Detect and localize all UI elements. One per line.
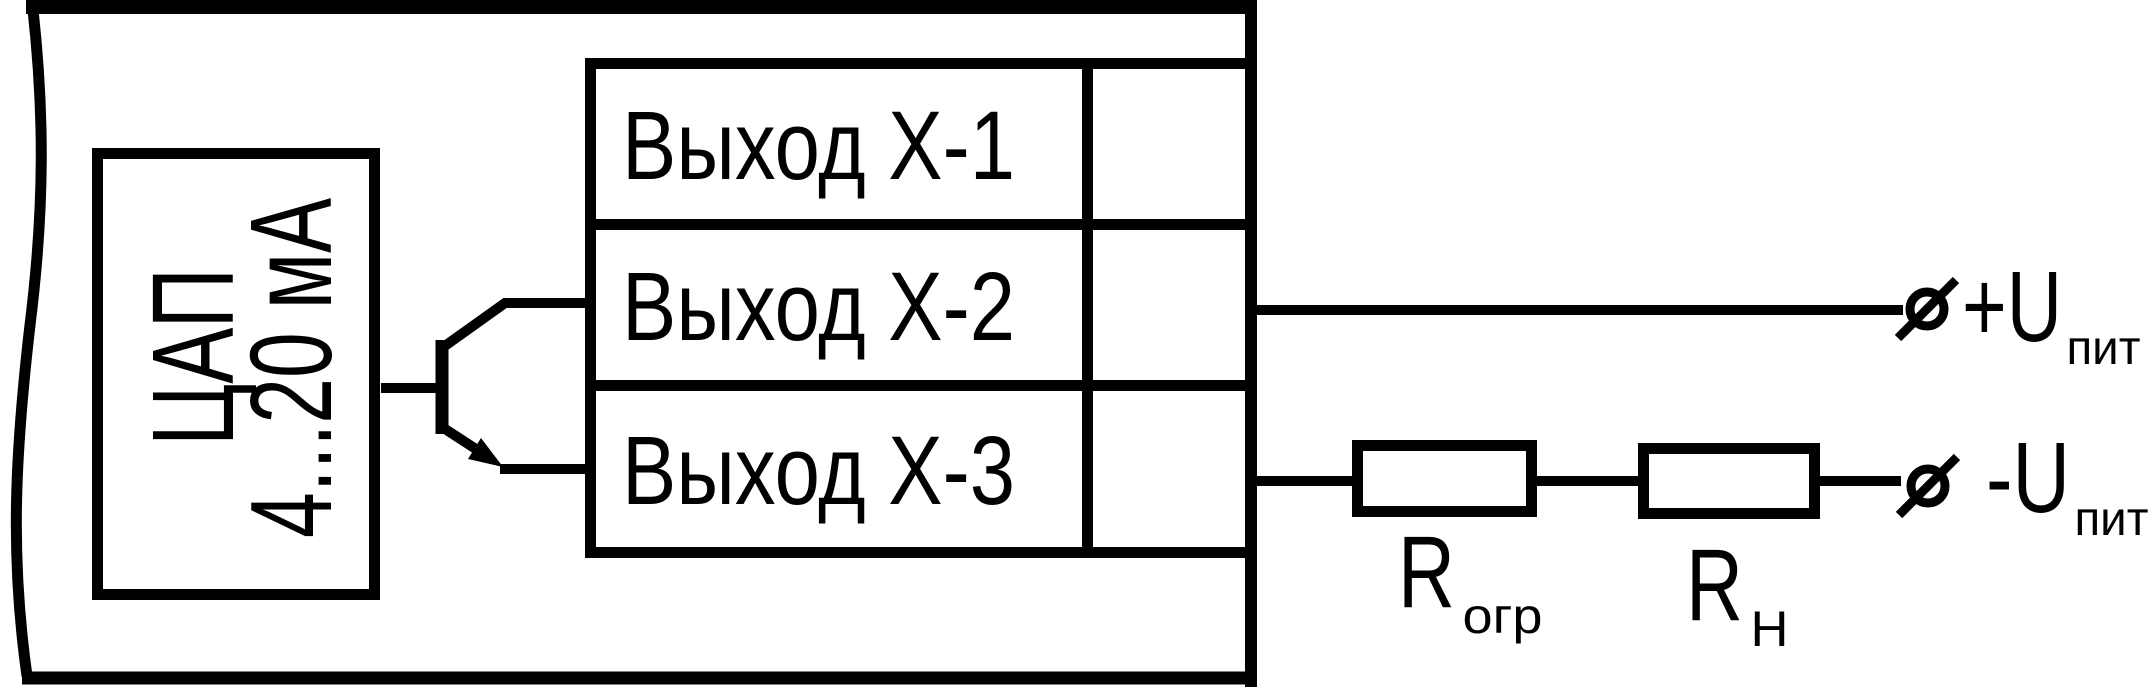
terminal-row-label-x1: Выход Х-1 — [622, 91, 1015, 200]
terminal-negative-icon — [1895, 453, 1961, 519]
terminal-positive-slash — [1894, 276, 1960, 342]
dac-label-line1: ЦАП — [128, 268, 258, 446]
terminal-block — [585, 58, 1251, 558]
dac-label-line2: 4...20 мА — [226, 198, 356, 538]
terminal-positive-label: +U пит — [1962, 251, 2140, 375]
device-left-wavy-edge — [10, 9, 47, 677]
dac-block: ЦАП 4...20 мА — [92, 148, 380, 600]
terminal-negative-label: -U пит — [1986, 422, 2148, 546]
resistor-load-label: R Н — [1686, 528, 1788, 657]
negative-circuit: -U пит — [1251, 422, 2148, 546]
transistor — [381, 298, 590, 474]
transistor-emitter-arrow-icon — [468, 438, 503, 467]
terminal-block-labels: Выход Х-1 Выход Х-2 Выход Х-3 — [622, 91, 1015, 525]
resistor-limiting-label: R огр — [1398, 515, 1542, 644]
resistor-limiting-box — [1352, 440, 1537, 517]
terminal-negative-circle — [1906, 464, 1950, 508]
transistor-collector — [439, 298, 590, 353]
terminal-positive-icon — [1894, 276, 1960, 342]
terminal-positive-circle — [1905, 287, 1949, 331]
terminal-negative-slash — [1895, 453, 1961, 519]
dac-box — [92, 148, 380, 600]
terminal-row-label-x2: Выход Х-2 — [622, 252, 1015, 361]
positive-circuit: +U пит — [1251, 251, 2140, 375]
terminal-row-label-x3: Выход Х-3 — [622, 416, 1015, 525]
device-boundary — [10, 0, 1257, 687]
resistor-load-box — [1638, 443, 1820, 519]
